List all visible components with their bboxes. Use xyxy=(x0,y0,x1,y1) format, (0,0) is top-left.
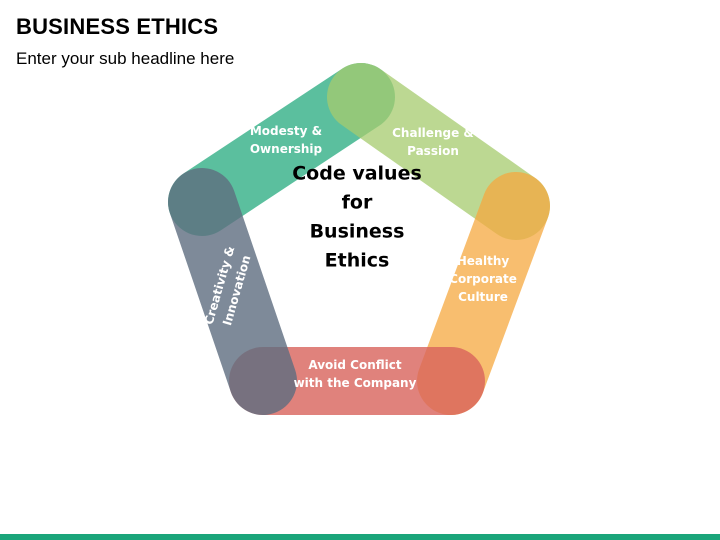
text-line: Challenge & xyxy=(392,126,474,140)
band-creativity-innovation xyxy=(168,168,297,415)
label-challenge-passion: Challenge & Passion xyxy=(392,126,474,158)
label-avoid-conflict: Avoid Conflict with the Company xyxy=(294,358,417,390)
text-line: Modesty & xyxy=(250,124,322,138)
text-line: Avoid Conflict xyxy=(308,358,402,372)
text-line: Corporate xyxy=(449,272,517,286)
text-line: Healthy xyxy=(457,254,510,268)
label-modesty-ownership: Modesty & Ownership xyxy=(250,124,323,156)
text-line: for xyxy=(342,192,373,214)
text-line: Ethics xyxy=(325,250,390,272)
text-line: with the Company xyxy=(294,376,417,390)
text-line: Business xyxy=(310,221,405,243)
text-line: Ownership xyxy=(250,142,323,156)
text-line: Passion xyxy=(407,144,459,158)
text-line: Code values xyxy=(292,163,422,185)
text-line: Culture xyxy=(458,290,508,304)
bottom-accent-bar xyxy=(0,534,720,540)
slide-title: BUSINESS ETHICS xyxy=(16,14,219,39)
slide-subtitle: Enter your sub headline here xyxy=(16,49,235,68)
